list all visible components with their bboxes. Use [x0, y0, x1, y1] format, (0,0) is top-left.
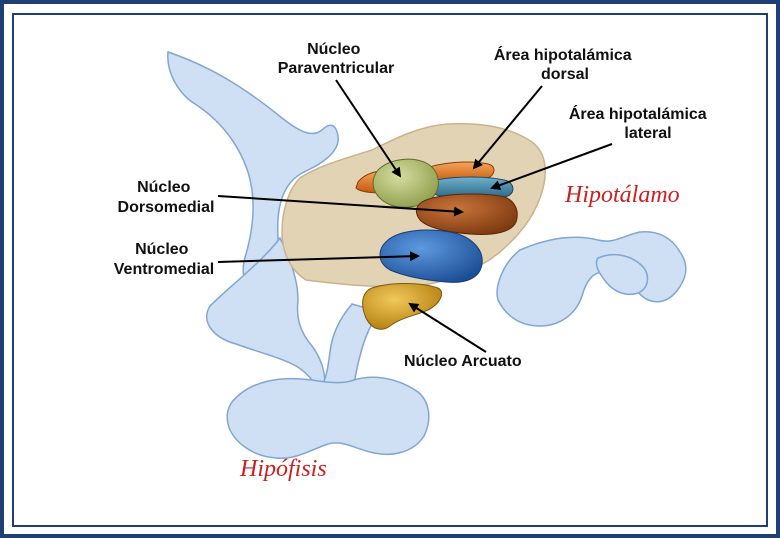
label-lateral-area: Área hipotalámica lateral	[569, 104, 711, 142]
label-lateral-area-line1: Área hipotalámica	[569, 104, 707, 123]
label-dorsomedial-line1: Núcleo	[137, 179, 191, 196]
region-label-hypothalamus: Hipotálamo	[564, 182, 680, 208]
label-dorsal-area-line2: dorsal	[541, 66, 589, 83]
arrow-arcuate	[410, 304, 486, 352]
label-dorsal-area-line1: Área hipotalámica	[494, 45, 632, 64]
label-paraventricular-line2: Paraventricular	[278, 60, 395, 77]
right-tissue	[497, 232, 686, 326]
label-ventromedial: Núcleo Ventromedial	[114, 241, 214, 278]
label-paraventricular-line1: Núcleo	[307, 41, 361, 58]
label-lateral-area-line2: lateral	[624, 125, 671, 142]
pituitary	[227, 377, 429, 458]
label-dorsal-area: Área hipotalámica dorsal	[494, 45, 636, 83]
label-arcuate: Núcleo Arcuato	[404, 353, 522, 370]
arcuate-shape	[363, 284, 442, 330]
label-ventromedial-line1: Núcleo	[135, 241, 189, 258]
label-dorsomedial-line2: Dorsomedial	[118, 199, 215, 216]
label-paraventricular: Núcleo Paraventricular	[278, 41, 395, 77]
label-dorsomedial: Núcleo Dorsomedial	[118, 179, 215, 216]
label-ventromedial-line2: Ventromedial	[114, 261, 214, 278]
region-label-pituitary: Hipófisis	[239, 456, 327, 482]
